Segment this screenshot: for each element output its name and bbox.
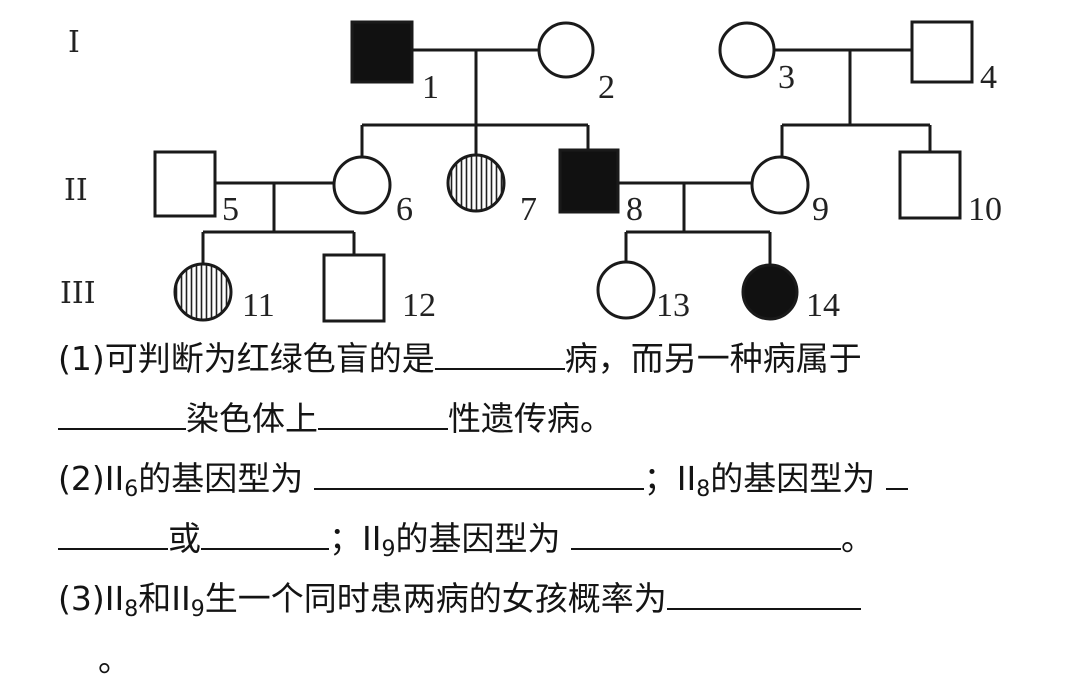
answer-blank-8[interactable] bbox=[666, 578, 861, 610]
individual-label-5: 5 bbox=[222, 191, 239, 228]
pedigree-chart: I II III bbox=[60, 20, 1002, 324]
individual-11-striped-female bbox=[173, 262, 233, 322]
individual-9-female bbox=[750, 155, 810, 215]
individual-label-7: 7 bbox=[520, 191, 537, 228]
individual-6-female bbox=[332, 155, 392, 215]
individual-label-14: 14 bbox=[806, 287, 840, 324]
individual-label-13: 13 bbox=[656, 287, 690, 324]
individual-label-6: 6 bbox=[396, 191, 413, 228]
individual-label-3: 3 bbox=[778, 59, 795, 96]
answer-blank-3[interactable] bbox=[318, 398, 448, 430]
question-1-line-2: 染色体上 性遗传病。 bbox=[58, 398, 613, 439]
question-3-end-mark: 。 bbox=[98, 640, 131, 679]
individual-10-male bbox=[898, 150, 962, 220]
individual-7-striped-female bbox=[446, 153, 506, 213]
question-3-sub-8: 8 bbox=[124, 597, 139, 622]
question-2-sub-9: 9 bbox=[381, 537, 396, 562]
individual-13-female bbox=[596, 260, 656, 320]
individual-3-female bbox=[718, 21, 776, 79]
generation-label-III: III bbox=[60, 276, 96, 311]
answer-blank-5a[interactable] bbox=[885, 458, 908, 490]
individual-14-affected-female bbox=[741, 263, 799, 321]
question-2-line-1: (2)II6的基因型为 ；II8的基因型为 bbox=[58, 458, 908, 510]
question-1-line-1: (1)可判断为红绿色盲的是 病，而另一种病属于 bbox=[58, 338, 862, 379]
individual-label-4: 4 bbox=[980, 59, 997, 96]
question-3-text-a: (3)II bbox=[58, 579, 125, 618]
answer-blank-4[interactable] bbox=[313, 458, 644, 490]
question-3-text-c: 生一个同时患两病的女孩概率为 bbox=[204, 579, 667, 618]
question-1-text-d: 性遗传病。 bbox=[448, 399, 613, 438]
question-2-text-f: ；II bbox=[329, 519, 382, 558]
question-2-text-h: 。 bbox=[840, 519, 874, 558]
generation-label-I: I bbox=[68, 25, 80, 60]
individual-5-male bbox=[153, 150, 217, 218]
question-2-sub-6: 6 bbox=[124, 477, 139, 502]
answer-blank-2[interactable] bbox=[58, 398, 186, 430]
question-2-line-2: 或 ；II9的基因型为 。 bbox=[58, 518, 874, 570]
individual-label-9: 9 bbox=[812, 191, 829, 228]
answer-blank-7[interactable] bbox=[570, 518, 841, 550]
individual-label-11: 11 bbox=[242, 287, 275, 324]
question-1-text-c: 染色体上 bbox=[186, 399, 318, 438]
question-2-sub-8: 8 bbox=[696, 477, 711, 502]
question-1-text-a: (1)可判断为红绿色盲的是 bbox=[58, 339, 435, 378]
answer-blank-6[interactable] bbox=[201, 518, 329, 550]
individual-4-male bbox=[910, 20, 974, 84]
question-2-text-a: (2)II bbox=[58, 459, 125, 498]
answer-blank-1[interactable] bbox=[434, 338, 565, 370]
individual-label-2: 2 bbox=[598, 69, 615, 106]
individual-label-1: 1 bbox=[422, 69, 439, 106]
question-2-text-c: ；II bbox=[643, 459, 697, 498]
question-3-text-b: 和II bbox=[138, 579, 191, 618]
individual-label-12: 12 bbox=[402, 287, 436, 324]
generation-label-II: II bbox=[64, 173, 88, 208]
question-2-text-d: 的基因型为 bbox=[710, 459, 876, 498]
individual-2-female bbox=[537, 21, 595, 79]
question-2-text-e: 或 bbox=[168, 519, 201, 558]
individual-8-affected-male bbox=[558, 148, 620, 214]
question-3-line-1: (3)II8和II9生一个同时患两病的女孩概率为 bbox=[58, 578, 861, 630]
individual-1-affected-male bbox=[350, 20, 414, 84]
question-1-text-b: 病，而另一种病属于 bbox=[564, 339, 862, 378]
question-3-line-2: 。 bbox=[58, 640, 131, 680]
individual-label-10: 10 bbox=[968, 191, 1002, 228]
question-2-text-b: 的基因型为 bbox=[138, 459, 304, 498]
individual-12-male bbox=[322, 253, 386, 323]
individual-label-8: 8 bbox=[626, 191, 643, 228]
question-3-sub-9: 9 bbox=[190, 597, 205, 622]
question-2-text-g: 的基因型为 bbox=[395, 519, 561, 558]
answer-blank-5b[interactable] bbox=[58, 518, 168, 550]
